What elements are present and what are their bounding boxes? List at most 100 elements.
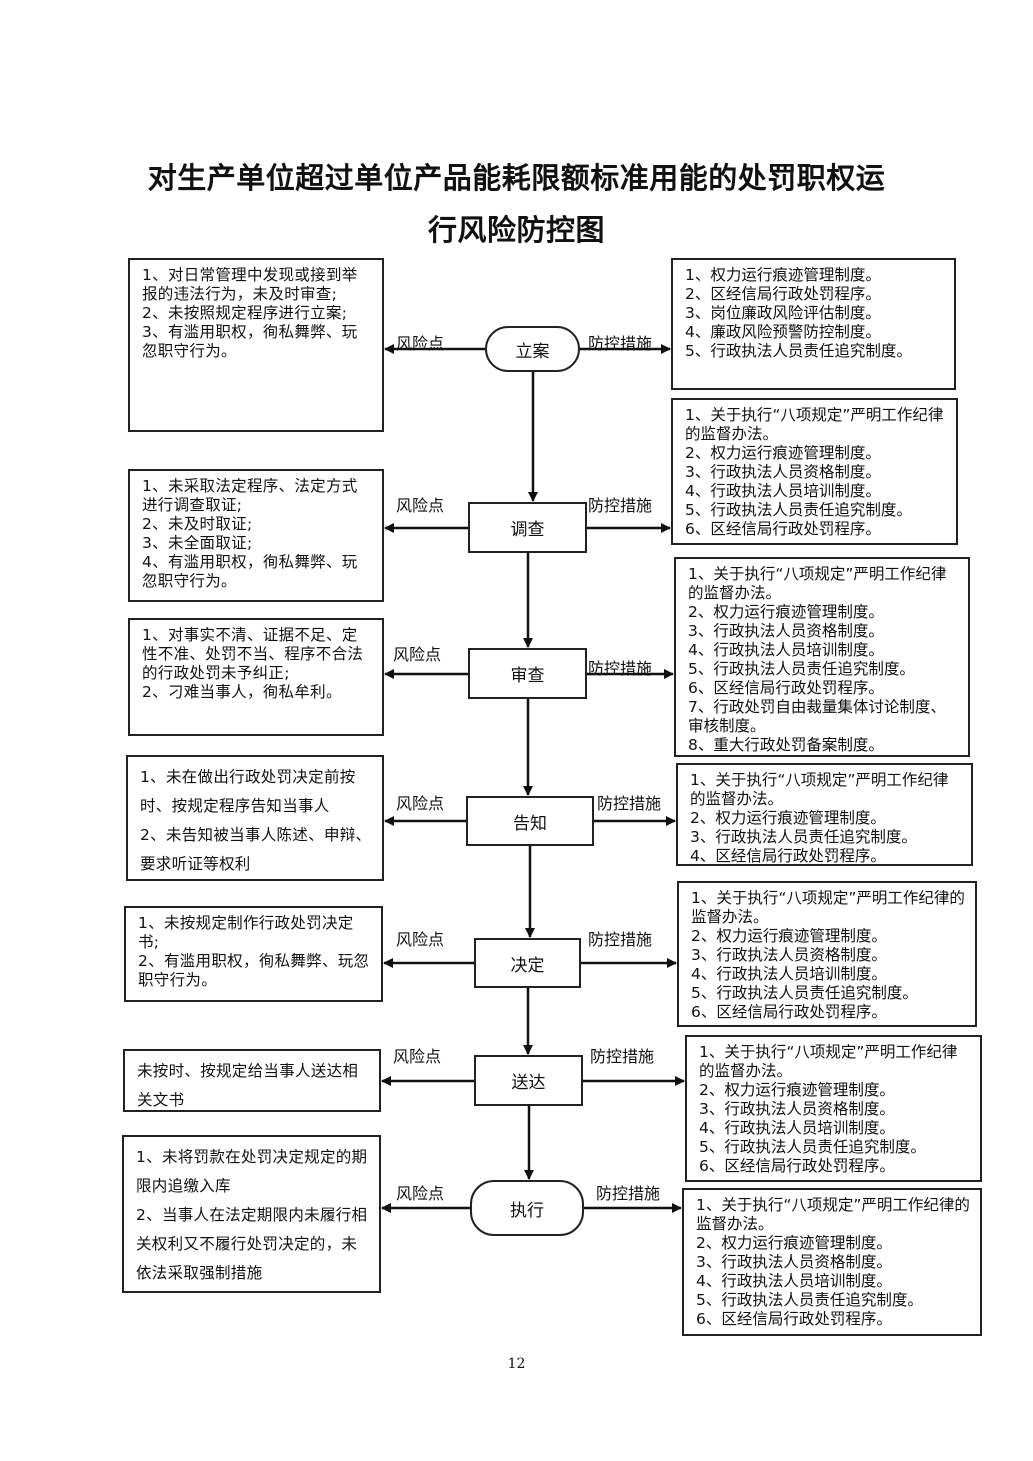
control-item: 3、行政执法人员资格制度。: [688, 622, 884, 640]
control-item: 6、区经信局行政处罚程序。: [688, 679, 884, 697]
risk-point-label: 风险点: [396, 496, 445, 515]
control-item: 3、行政执法人员资格制度。: [699, 1100, 895, 1118]
risk-box-2: 1、未采取法定程序、法定方式进行调查取证;2、未及时取证;3、未全面取证;4、有…: [128, 469, 384, 602]
control-item: 2、权力运行痕迹管理制度。: [685, 444, 881, 462]
control-measures-label: 防控措施: [588, 334, 653, 353]
control-box-1: 1、权力运行痕迹管理制度。2、区经信局行政处罚程序。3、岗位廉政风险评估制度。4…: [671, 258, 956, 390]
risk-box-4: 1、未在做出行政处罚决定前按时、按规定程序告知当事人 2、未告知被当事人陈述、申辩…: [126, 755, 384, 881]
control-item: 4、区经信局行政处罚程序。: [690, 847, 886, 865]
control-item: 1、权力运行痕迹管理制度。: [685, 266, 881, 284]
risk-item: 1、未将罚款在处罚决定规定的期限内追缴入库: [136, 1148, 368, 1195]
risk-item: 2、未告知被当事人陈述、申辩、要求听证等权利: [140, 826, 372, 873]
process-node-3: 审查: [468, 648, 587, 699]
control-item: 2、权力运行痕迹管理制度。: [696, 1234, 892, 1252]
risk-item: 未按时、按规定给当事人送达相关文书: [137, 1062, 359, 1109]
risk-item: 1、未按规定制作行政处罚决定书;: [138, 914, 354, 951]
control-measures-label: 防控措施: [590, 1047, 655, 1066]
process-node-7: 执行: [470, 1180, 584, 1236]
control-item: 4、廉政风险预警防控制度。: [685, 323, 881, 341]
control-item: 1、关于执行“八项规定”严明工作纪律的监督办法。: [690, 771, 949, 808]
control-box-5: 1、关于执行“八项规定”严明工作纪律的监督办法。2、权力运行痕迹管理制度。3、行…: [677, 881, 977, 1027]
control-item: 2、区经信局行政处罚程序。: [685, 285, 881, 303]
control-item: 8、重大行政处罚备案制度。: [688, 736, 884, 754]
risk-box-7: 1、未将罚款在处罚决定规定的期限内追缴入库 2、当事人在法定期限内未履行相关权利又…: [122, 1135, 381, 1293]
risk-box-6: 未按时、按规定给当事人送达相关文书: [123, 1049, 381, 1112]
process-node-4: 告知: [466, 796, 594, 846]
page-number: 12: [507, 1356, 526, 1372]
diagram-title-line2: 行风险防控图: [427, 213, 605, 247]
control-box-7: 1、关于执行“八项规定”严明工作纪律的监督办法。2、权力运行痕迹管理制度。3、行…: [682, 1188, 982, 1336]
control-item: 4、行政执法人员培训制度。: [685, 482, 881, 500]
process-node-label: 立案: [515, 341, 550, 362]
process-node-2: 调查: [468, 502, 587, 553]
risk-item: 1、对日常管理中发现或接到举报的违法行为，未及时审查;: [142, 266, 358, 303]
risk-item: 2、刁难当事人，徇私牟利。: [142, 683, 342, 701]
process-node-label: 送达: [511, 1073, 546, 1093]
risk-item: 1、未在做出行政处罚决定前按时、按规定程序告知当事人: [140, 768, 356, 815]
control-item: 1、关于执行“八项规定”严明工作纪律的监督办法。: [685, 406, 944, 443]
control-item: 5、行政执法人员责任追究制度。: [699, 1138, 926, 1156]
process-node-6: 送达: [474, 1055, 583, 1106]
control-box-2: 1、关于执行“八项规定”严明工作纪律的监督办法。2、权力运行痕迹管理制度。3、行…: [671, 398, 958, 545]
control-box-4: 1、关于执行“八项规定”严明工作纪律的监督办法。2、权力运行痕迹管理制度。3、行…: [676, 763, 973, 866]
risk-item: 1、对事实不清、证据不足、定性不准、处罚不当、程序不合法的行政处罚未予纠正;: [142, 626, 364, 682]
control-item: 5、行政执法人员责任追究制度。: [691, 984, 918, 1002]
risk-item: 2、当事人在法定期限内未履行相关权利又不履行处罚决定的，未依法采取强制措施: [136, 1206, 368, 1282]
control-item: 6、区经信局行政处罚程序。: [691, 1003, 887, 1021]
control-item: 1、关于执行“八项规定”严明工作纪律的监督办法。: [688, 565, 947, 602]
control-item: 2、权力运行痕迹管理制度。: [688, 603, 884, 621]
process-node-label: 决定: [510, 955, 545, 976]
control-item: 4、行政执法人员培训制度。: [688, 641, 884, 659]
control-measures-label: 防控措施: [596, 1184, 661, 1203]
control-measures-label: 防控措施: [588, 659, 653, 678]
risk-point-label: 风险点: [396, 1184, 445, 1203]
risk-point-label: 风险点: [393, 1047, 442, 1066]
control-item: 3、行政执法人员资格制度。: [685, 463, 881, 481]
control-measures-label: 防控措施: [588, 496, 653, 515]
risk-point-label: 风险点: [396, 334, 445, 353]
control-item: 5、行政执法人员责任追究制度。: [696, 1291, 923, 1309]
process-node-1: 立案: [485, 326, 580, 372]
control-item: 1、关于执行“八项规定”严明工作纪律的监督办法。: [696, 1196, 970, 1233]
control-item: 7、行政处罚自由裁量集体讨论制度、审核制度。: [688, 698, 946, 735]
risk-item: 3、有滥用职权，徇私舞弊、玩忽职守行为。: [142, 323, 358, 360]
control-item: 2、权力运行痕迹管理制度。: [691, 927, 887, 945]
control-item: 3、岗位廉政风险评估制度。: [685, 304, 881, 322]
control-item: 3、行政执法人员资格制度。: [691, 946, 887, 964]
process-node-label: 审查: [510, 666, 545, 686]
control-box-6: 1、关于执行“八项规定”严明工作纪律的监督办法。2、权力运行痕迹管理制度。3、行…: [685, 1035, 982, 1182]
risk-box-1: 1、对日常管理中发现或接到举报的违法行为，未及时审查;2、未按照规定程序进行立案…: [128, 258, 384, 432]
control-item: 4、行政执法人员培训制度。: [696, 1272, 892, 1290]
risk-point-label: 风险点: [396, 794, 445, 813]
control-item: 4、行政执法人员培训制度。: [691, 965, 887, 983]
control-measures-label: 防控措施: [588, 930, 653, 949]
control-item: 3、行政执法人员资格制度。: [696, 1253, 892, 1271]
risk-item: 2、未及时取证;: [142, 515, 253, 533]
control-item: 4、行政执法人员培训制度。: [699, 1119, 895, 1137]
control-item: 2、权力运行痕迹管理制度。: [690, 809, 886, 827]
risk-point-label: 风险点: [393, 645, 442, 664]
process-node-label: 调查: [510, 520, 545, 540]
risk-box-5: 1、未按规定制作行政处罚决定书;2、有滥用职权，徇私舞弊、玩忽职守行为。: [124, 906, 383, 1002]
control-box-3: 1、关于执行“八项规定”严明工作纪律的监督办法。2、权力运行痕迹管理制度。3、行…: [674, 557, 970, 757]
risk-item: 1、未采取法定程序、法定方式进行调查取证;: [142, 477, 358, 514]
control-item: 5、行政执法人员责任追究制度。: [685, 501, 912, 519]
risk-item: 2、有滥用职权，徇私舞弊、玩忽职守行为。: [138, 952, 370, 989]
control-item: 5、行政执法人员责任追究制度。: [685, 342, 912, 360]
diagram-title-line1: 对生产单位超过单位产品能耗限额标准用能的处罚职权运: [147, 161, 886, 195]
risk-point-label: 风险点: [396, 930, 445, 949]
control-item: 2、权力运行痕迹管理制度。: [699, 1081, 895, 1099]
control-measures-label: 防控措施: [597, 794, 662, 813]
risk-item: 2、未按照规定程序进行立案;: [142, 304, 348, 322]
process-node-label: 告知: [513, 813, 547, 834]
control-item: 6、区经信局行政处罚程序。: [699, 1157, 895, 1175]
risk-box-3: 1、对事实不清、证据不足、定性不准、处罚不当、程序不合法的行政处罚未予纠正;2、…: [128, 618, 384, 736]
control-item: 5、行政执法人员责任追究制度。: [688, 660, 915, 678]
process-node-label: 执行: [510, 1200, 544, 1221]
control-item: 1、关于执行“八项规定”严明工作纪律的监督办法。: [699, 1043, 958, 1080]
control-item: 6、区经信局行政处罚程序。: [685, 520, 881, 538]
risk-item: 3、未全面取证;: [142, 534, 253, 552]
risk-item: 4、有滥用职权，徇私舞弊、玩忽职守行为。: [142, 553, 358, 590]
control-item: 1、关于执行“八项规定”严明工作纪律的监督办法。: [691, 889, 965, 926]
